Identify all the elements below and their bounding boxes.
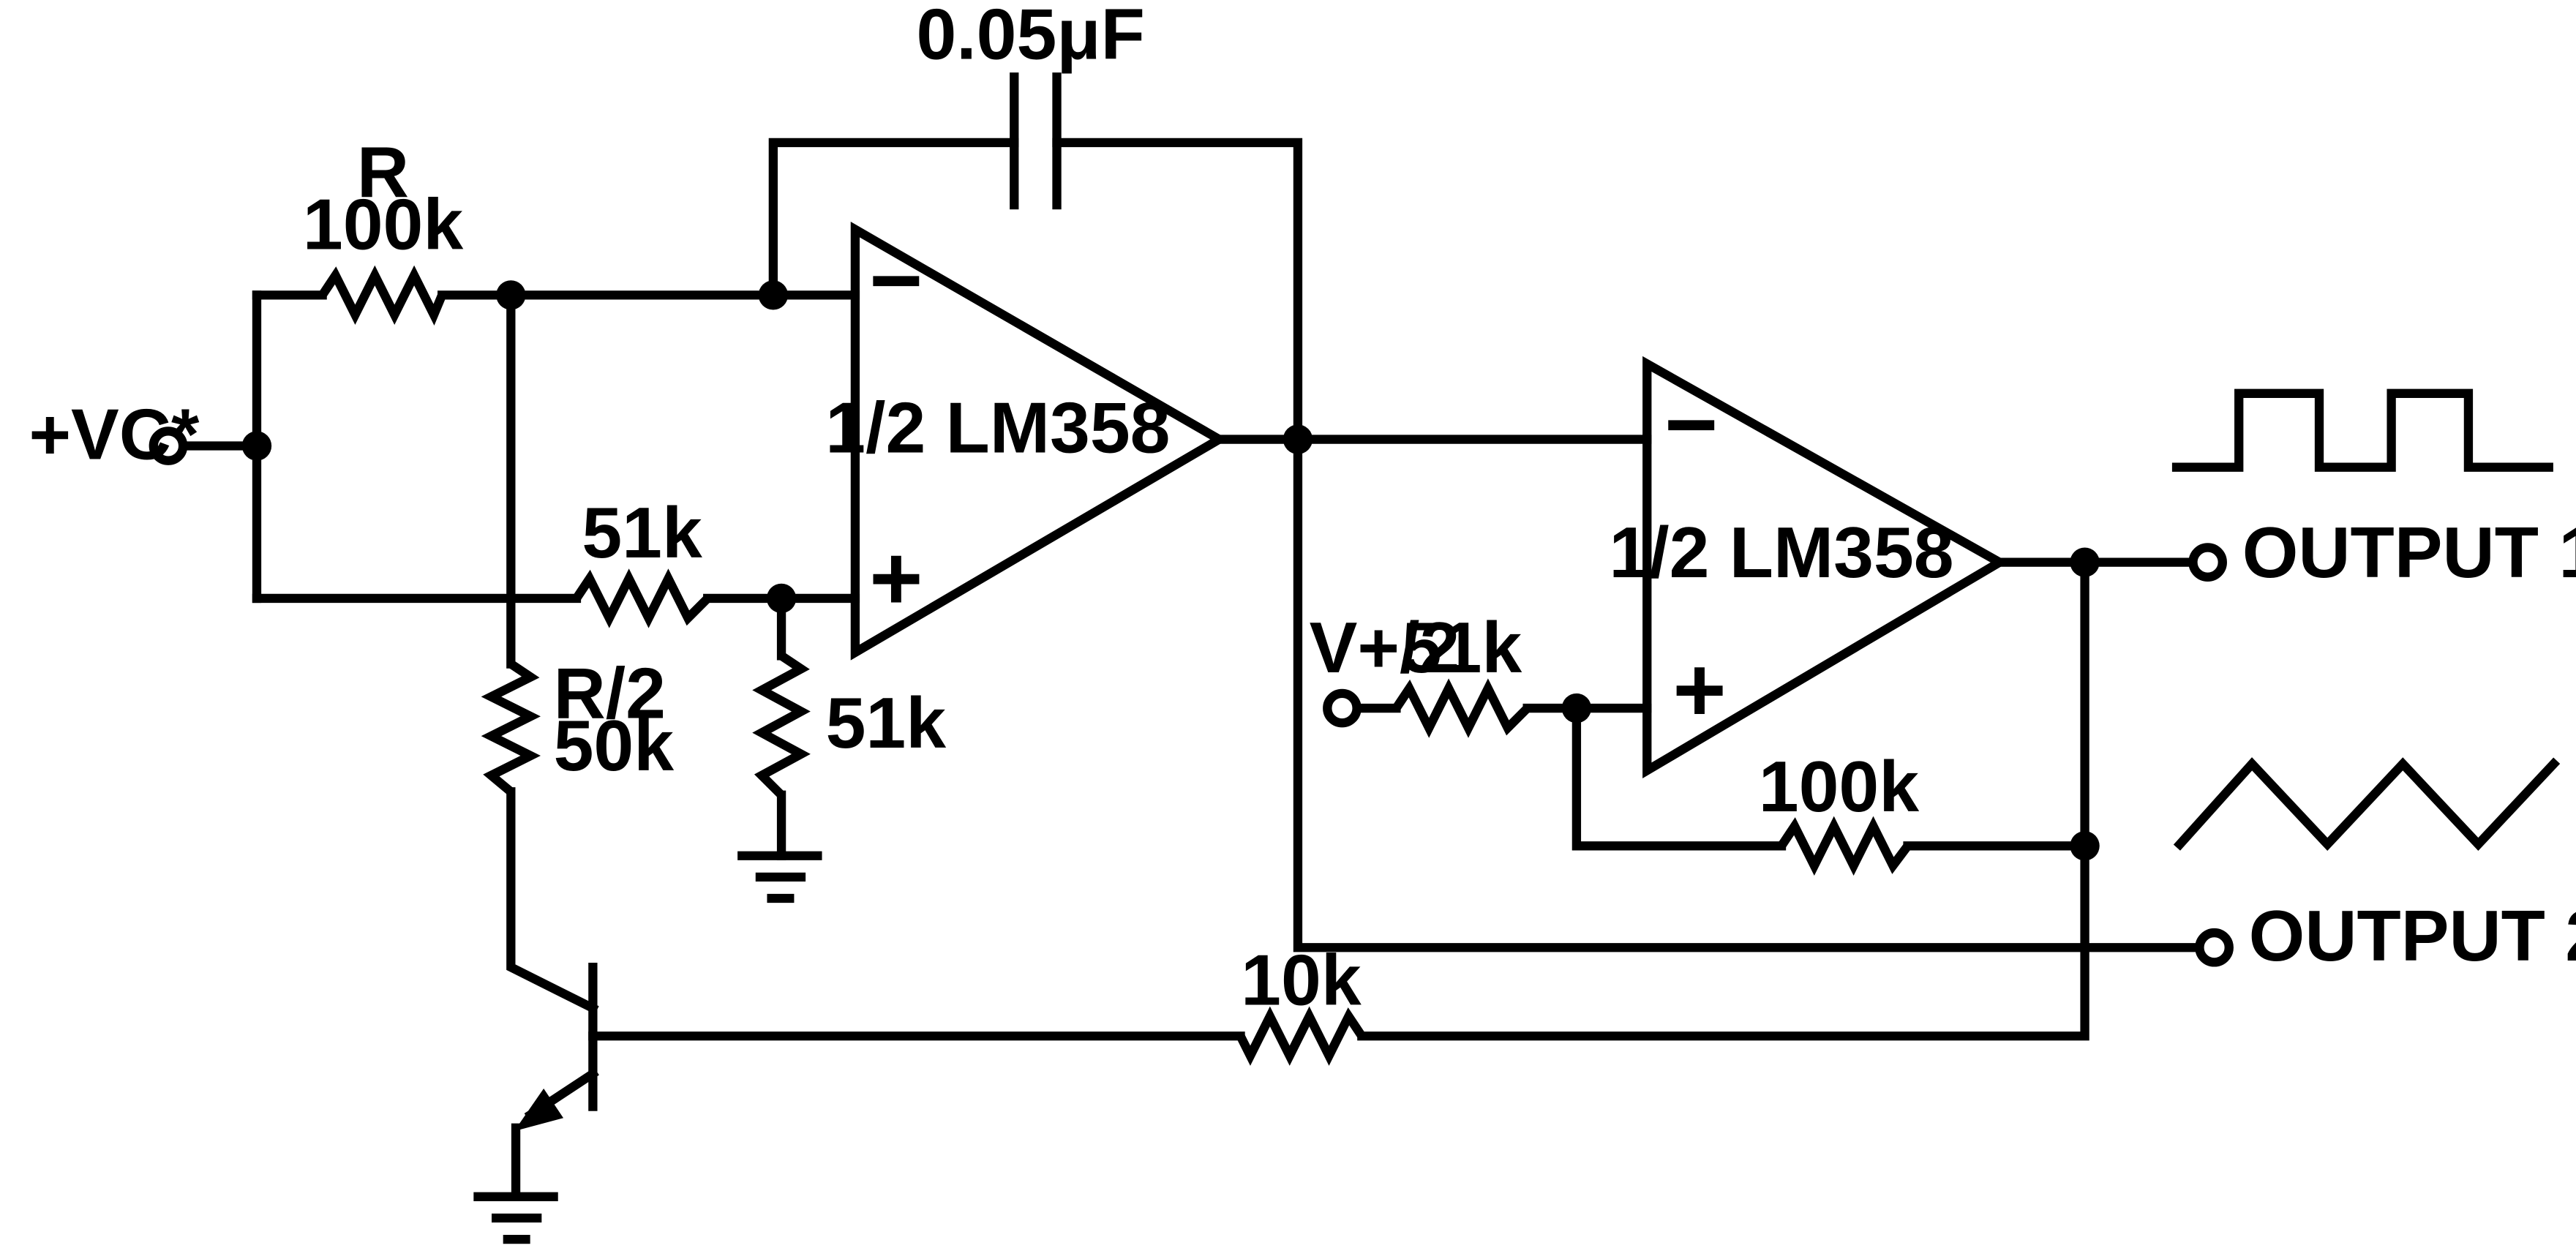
r-51k-ground-label: 51k xyxy=(826,683,947,763)
vplus-half-terminal xyxy=(1323,688,1362,728)
resistor-51k-ground xyxy=(752,652,811,799)
ground-symbol-transistor xyxy=(473,1192,558,1244)
vc-input-terminal xyxy=(149,426,188,465)
r-input-value-label: 100k xyxy=(303,184,463,265)
resistor-51k-bias xyxy=(572,568,711,628)
capacitor-0.05uF xyxy=(1010,72,1062,210)
vplus-half-label: V+/2 xyxy=(1310,607,1460,688)
r-10k-base-label: 10k xyxy=(1241,940,1362,1021)
r-51k-reference-label: 51k xyxy=(1402,607,1522,688)
r-input-name-label: R xyxy=(357,132,409,212)
output-2-label: OUTPUT 2 xyxy=(2249,895,2576,976)
resistor-r-100k xyxy=(318,265,446,326)
output-1-terminal xyxy=(2188,543,2227,582)
opamp-1 xyxy=(850,222,1228,661)
opamp-2 xyxy=(1642,356,2009,779)
junctions xyxy=(241,280,2100,861)
opamp-1-noninverting-sign: + xyxy=(869,527,923,630)
labels: 0.05μF R 100k +VC* 51k R/2 50k 51k 1/2 L… xyxy=(29,0,2576,1021)
r-half-name-label: R/2 xyxy=(554,653,666,734)
ground-symbol-51k xyxy=(737,851,822,903)
opamp-2-inverting-sign: − xyxy=(1664,372,1718,476)
square-waveform-icon xyxy=(2171,388,2553,472)
vc-input-label: +VC* xyxy=(29,394,200,474)
resistor-10k-base xyxy=(1236,1006,1366,1066)
triangle-waveform-icon xyxy=(2173,757,2561,852)
resistor-100k-feedback xyxy=(1777,816,1912,876)
opamp-1-label: 1/2 LM358 xyxy=(825,387,1170,467)
r-half-value-label: 50k xyxy=(554,705,675,786)
opamp-2-label: 1/2 LM358 xyxy=(1609,512,1953,593)
output-2-terminal xyxy=(2195,928,2234,967)
output-1-label: OUTPUT 1 xyxy=(2242,512,2576,593)
resistor-r-half-50k xyxy=(481,660,541,796)
r-100k-feedback-label: 100k xyxy=(1759,746,1919,827)
capacitor-label: 0.05μF xyxy=(916,0,1144,75)
opamp-2-noninverting-sign: + xyxy=(1672,638,1726,741)
r-51k-bias-label: 51k xyxy=(582,492,702,573)
resistor-51k-reference xyxy=(1392,678,1531,738)
opamp-1-inverting-sign: − xyxy=(869,228,923,331)
npn-transistor xyxy=(514,962,599,1132)
wires xyxy=(183,138,2204,1202)
